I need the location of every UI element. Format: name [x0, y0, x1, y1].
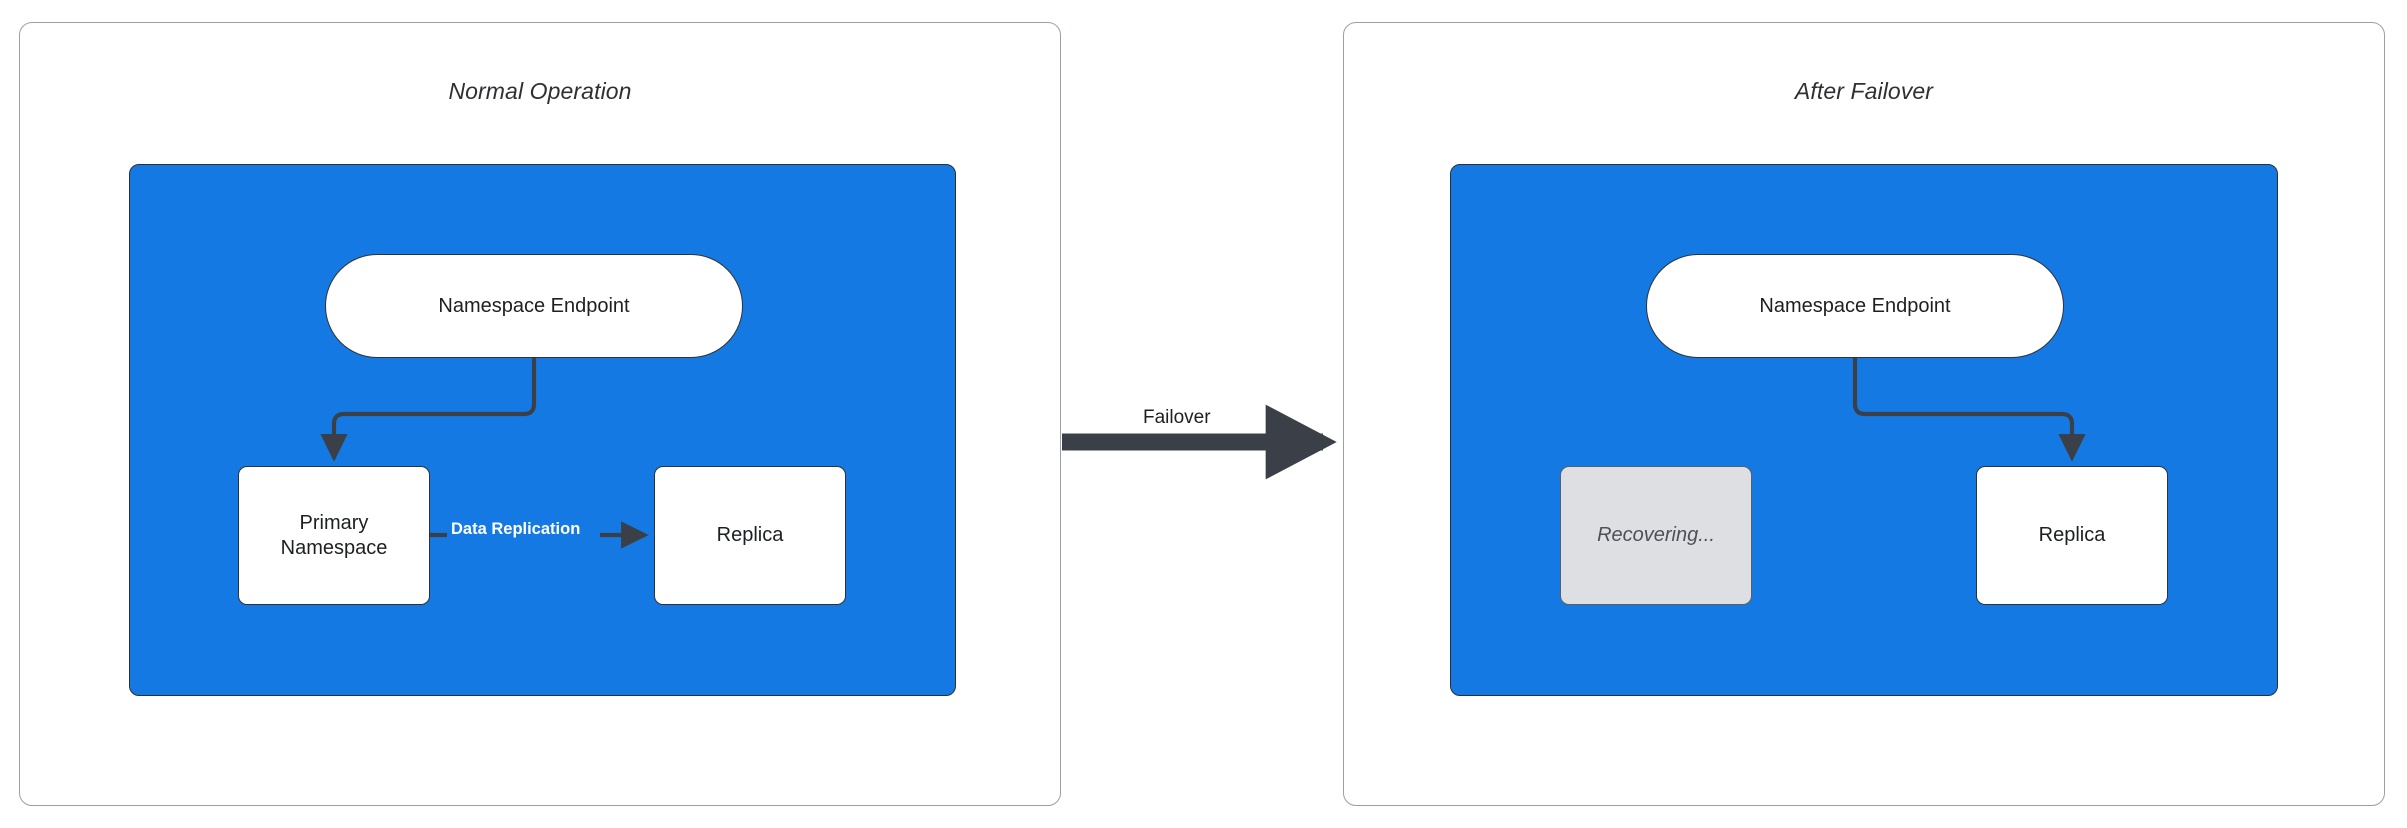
node-replica-failover[interactable]: Replica — [1976, 466, 2168, 605]
node-namespace-endpoint-normal[interactable]: Namespace Endpoint — [325, 254, 743, 358]
node-label: Recovering... — [1597, 524, 1715, 547]
zone-normal-operation — [129, 164, 956, 696]
panel-title-normal-operation: Normal Operation — [448, 78, 632, 104]
node-label: Primary Namespace — [280, 512, 388, 559]
node-namespace-endpoint-failover[interactable]: Namespace Endpoint — [1646, 254, 2064, 358]
node-label: Replica — [716, 524, 784, 547]
node-label: Namespace Endpoint — [438, 294, 630, 317]
panel-title-after-failover: After Failover — [1794, 78, 1934, 104]
node-replica-normal[interactable]: Replica — [654, 466, 846, 605]
node-primary-namespace[interactable]: Primary Namespace — [238, 466, 430, 605]
transition-label-failover: Failover — [1143, 407, 1211, 428]
node-label: Namespace Endpoint — [1759, 294, 1951, 317]
node-label: Replica — [2038, 524, 2106, 547]
zone-after-failover — [1450, 164, 2278, 696]
node-recovering[interactable]: Recovering... — [1560, 466, 1752, 605]
edge-label-data-replication: Data Replication — [451, 520, 581, 538]
